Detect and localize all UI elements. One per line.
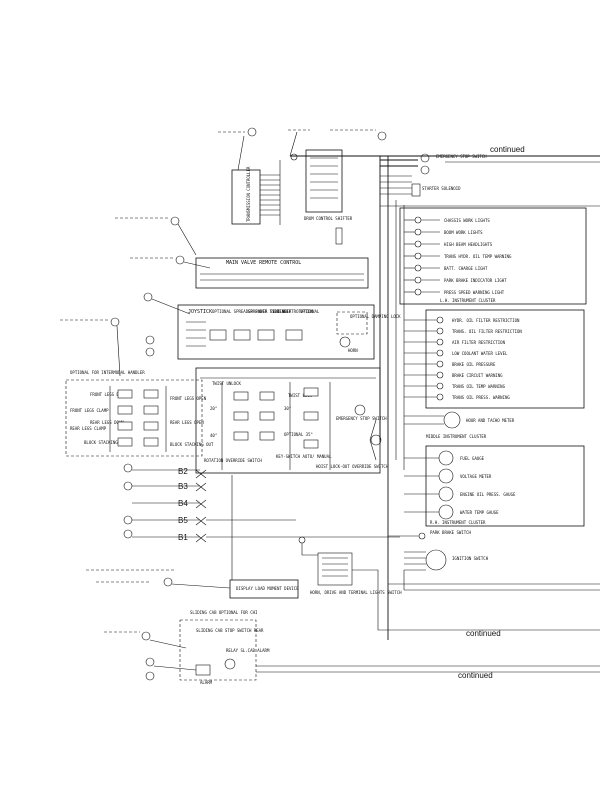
- mid-item-8: TRANS OIL PRESS. WARNING: [452, 395, 510, 400]
- middle-instrument-cluster: HYDR. OIL FILTER RESTRICTION TRANS. OIL …: [404, 309, 585, 439]
- hoist-lock-out-label: HOIST LOCK-OUT OVERRIDE SWITCH: [316, 464, 389, 469]
- horn-drive-terminal-switch: HORN, DRIVE AND TERMINAL LIGHTS SWITCH c…: [298, 536, 600, 638]
- main-valve-remote-control: MAIN VALVE REMOTE CONTROL: [195, 257, 369, 289]
- intermodal-handler-label: OPTIONAL FOR INTERMODAL HANDLER: [70, 370, 145, 375]
- lh-instrument-cluster: CHASSIS WORK LIGHTS BOOM WORK LIGHTS HIG…: [380, 205, 600, 305]
- transmission-controller: TRANSMISSION CONTROLLER: [231, 160, 281, 225]
- horn-label: HORN: [348, 348, 358, 353]
- lh-item-2: BOOM WORK LIGHTS: [444, 230, 483, 235]
- hour-tacho-meter-label: HOUR AND TACHO METER: [466, 418, 515, 423]
- continued-top: continued: [290, 145, 600, 163]
- lh-item-6: PARK BRAKE INDICATOR LIGHT: [444, 278, 507, 283]
- rh-gauge-2: VOLTAGE METER: [460, 474, 492, 479]
- drum-control-shifter-label: DRUM CONTROL SHIFTER: [304, 216, 353, 221]
- horn-drive-terminal-label: HORN, DRIVE AND TERMINAL LIGHTS SWITCH: [310, 590, 402, 595]
- lh-item-1: CHASSIS WORK LIGHTS: [444, 218, 490, 223]
- front-legs-down-label: FRONT LEGS DOWN: [90, 392, 127, 397]
- mid-item-6: BRAKE CIRCUIT WARNING: [452, 373, 503, 378]
- sliding-cab-box: SLIDING CAB OPTIONAL FOR CHI SLIDING CAB…: [104, 610, 600, 685]
- main-valve-remote-control-label: MAIN VALVE REMOTE CONTROL: [226, 260, 301, 266]
- transmission-controller-label: TRANSMISSION CONTROLLER: [246, 166, 251, 222]
- park-brake-switch-label: PARK BRAKE SWITCH: [430, 530, 472, 535]
- mid-item-1: HYDR. OIL FILTER RESTRICTION: [452, 318, 520, 323]
- continued-label-top: continued: [490, 145, 525, 154]
- bus-b2: B2: [178, 467, 188, 476]
- rh-instrument-cluster: FUEL GAUGE VOLTAGE METER ENGINE OIL PRES…: [404, 445, 585, 527]
- continued-label-bottom: continued: [458, 671, 493, 680]
- rh-gauge-4: WATER TEMP GAUGE: [460, 510, 499, 515]
- intermodal-handler-box: OPTIONAL FOR INTERMODAL HANDLER FRONT LE…: [65, 370, 214, 457]
- mid-item-7: TRANS OIL TEMP WARNING: [452, 384, 506, 389]
- lh-item-4: TRANS HYDR. OIL TEMP WARNING: [444, 254, 512, 259]
- rear-legs-down-label: REAR LEGS DOWN: [90, 420, 124, 425]
- optional-35-label: OPTIONAL 35°: [284, 432, 313, 437]
- mid-item-5: BRAKE OIL PRESSURE: [452, 362, 496, 367]
- front-legs-clamp-label: FRONT LEGS CLAMP: [70, 408, 109, 413]
- twist-lock-label: TWIST LOCK: [288, 393, 313, 398]
- lh-item-7: PRESS SPEED WARNING LIGHT: [444, 290, 505, 295]
- angle-30-label: 30°: [284, 406, 291, 411]
- park-brake-ignition: PARK BRAKE SWITCH IGNITION SWITCH: [388, 530, 600, 591]
- middle-cluster-title: MIDDLE INSTRUMENT CLUSTER: [426, 434, 487, 439]
- lh-item-3: HIGH BEAM HEADLIGHTS: [444, 242, 493, 247]
- lh-item-5: BATT. CHARGE LIGHT: [444, 266, 488, 271]
- relay-slcab-alarm-label: RELAY SL.CAB ALARM: [226, 648, 270, 653]
- rear-legs-open-label: REAR LEGS OPEN: [170, 420, 204, 425]
- spreader-power-tilting-label: OPTIONAL SPREADER POWER TILTING: [212, 309, 287, 314]
- twist-unlock-label: TWIST UNLOCK: [212, 381, 241, 386]
- spreader-side-shift-label: SPREADER SIDE SHIFT: [248, 309, 294, 314]
- block-stacking-in-label: BLOCK STACKING IN: [84, 440, 126, 445]
- mid-item-2: TRANS. OIL FILTER RESTRICTION: [452, 329, 522, 334]
- lh-cluster-title: L.H. INSTRUMENT CLUSTER: [440, 298, 496, 303]
- display-load-moment: DISPLAY LOAD MOMENT DEVICE: [86, 475, 299, 599]
- ignition-switch-label: IGNITION SWITCH: [452, 556, 489, 561]
- drum-control-shifter: DRUM CONTROL SHIFTER: [304, 149, 353, 245]
- block-stacking-out-label: BLOCK STACKING OUT: [170, 442, 214, 447]
- angle-40-label: 40°: [210, 433, 217, 438]
- mid-item-3: AIR FILTER RESTRICTION: [452, 340, 506, 345]
- front-legs-open-label: FRONT LEGS OPEN: [170, 396, 207, 401]
- bus-b3: B3: [178, 482, 188, 491]
- spreader-rotation-label: SPREADER ROTATION: [272, 309, 314, 314]
- emergency-stop-top: EMERGENCY STOP SWITCH STARTER SOLENOID: [380, 153, 487, 197]
- rh-cluster-title: R.H. INSTRUMENT CLUSTER: [430, 520, 486, 525]
- key-switch-label: KEY-SWITCH AUTO/ MANUAL: [276, 454, 332, 459]
- emergency-stop-switch-2-label: EMERGENCY STOP SWITCH: [336, 416, 387, 421]
- angle-20-label: 20°: [210, 406, 217, 411]
- mid-item-4: LOW COOLANT WATER LEVEL: [452, 351, 508, 356]
- continued-label-middle: continued: [466, 629, 501, 638]
- bus-b4: B4: [178, 499, 188, 508]
- joystick-label: JOYSTICK: [188, 309, 212, 315]
- left-callouts: [60, 216, 211, 377]
- rear-legs-clamp-label: REAR LEGS CLAMP: [70, 426, 107, 431]
- emergency-stop-switch-top-label: EMERGENCY STOP SWITCH: [436, 154, 487, 159]
- starter-solenoid-label: STARTER SOLENOID: [422, 186, 461, 191]
- sliding-cab-stop-label: SLIDING CAB STOP SWITCH REAR: [196, 628, 264, 633]
- rh-gauge-1: FUEL GAUGE: [460, 456, 485, 461]
- bus-b1: B1: [178, 533, 188, 542]
- rh-gauge-3: ENGINE OIL PRESS. GAUGE: [460, 492, 516, 497]
- optional-label: OPTIONAL: [300, 309, 320, 314]
- alarm-label: ALARM: [200, 680, 213, 685]
- top-callouts: [218, 127, 387, 171]
- rotation-override-label: ROTATION OVERRIDE SWITCH: [204, 458, 262, 463]
- sliding-cab-optional-label: SLIDING CAB OPTIONAL FOR CHI: [190, 610, 258, 615]
- switch-panel: TWIST UNLOCK TWIST LOCK EMERGENCY STOP S…: [195, 367, 389, 474]
- optional-damping-lock-label: OPTIONAL DAMPING LOCK: [350, 314, 401, 319]
- bus-lines: B2 B3 B4 B5 B1: [123, 463, 400, 543]
- bus-b5: B5: [178, 516, 188, 525]
- joystick-spreader-box: JOYSTICK OPTIONAL SPREADER POWER TILTING…: [177, 304, 401, 360]
- display-load-moment-label: DISPLAY LOAD MOMENT DEVICE: [236, 586, 299, 591]
